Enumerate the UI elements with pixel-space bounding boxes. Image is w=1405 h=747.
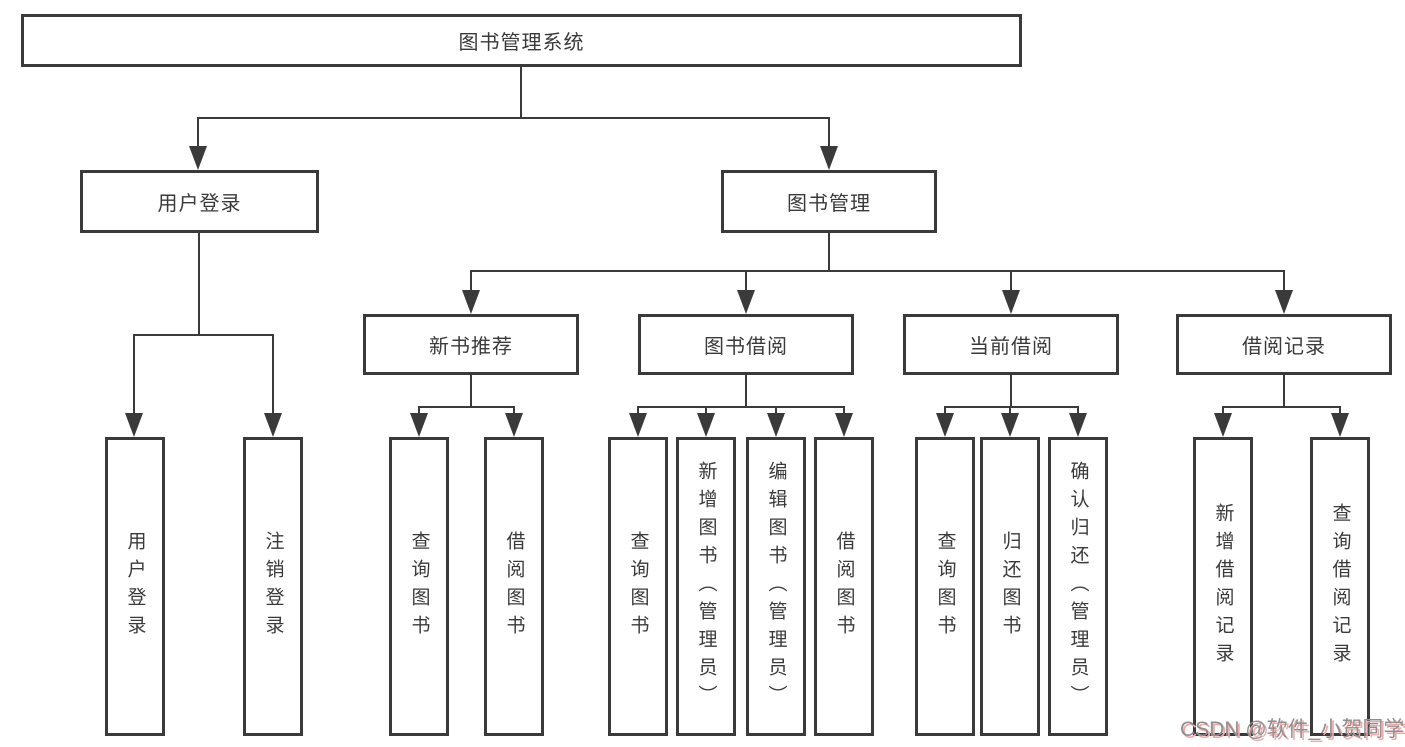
leaf-borrowing-add-books-admin-label: 新增图书（管理员）: [695, 460, 717, 713]
node-root: 图书管理系统: [21, 14, 1022, 67]
node-new-book-recommend: 新书推荐: [363, 314, 579, 375]
leaf-current-query-books-label: 查询图书: [934, 530, 956, 643]
node-root-label: 图书管理系统: [458, 32, 585, 54]
connector-drop-bor-query: [637, 406, 639, 416]
arrow-down-icon: [835, 413, 853, 437]
leaf-records-query-borrow-record-label: 查询借阅记录: [1329, 502, 1351, 671]
leaf-records-add-borrow-record-label: 新增借阅记录: [1212, 502, 1234, 671]
arrow-down-icon: [410, 413, 428, 437]
node-book-management: 图书管理: [721, 170, 937, 233]
arrow-down-icon: [1214, 413, 1232, 437]
connector-drop-log-add: [1222, 406, 1224, 416]
connector-root-crossbar: [197, 117, 830, 119]
leaf-current-confirm-return-admin: 确认归还（管理员）: [1048, 437, 1108, 736]
arrow-down-icon: [462, 290, 480, 314]
node-user-login: 用户登录: [80, 170, 319, 233]
csdn-watermark: CSDN @软件_小贺同学: [1180, 718, 1405, 741]
arrow-down-icon: [189, 146, 207, 170]
connector-drop-cur-confirm: [1077, 406, 1079, 416]
arrow-down-icon: [767, 413, 785, 437]
connector-drop-rec-query: [418, 406, 420, 416]
leaf-borrowing-add-books-admin: 新增图书（管理员）: [676, 437, 736, 736]
leaf-borrowing-borrow-books-label: 借阅图书: [833, 530, 855, 643]
connector-root-stem: [520, 66, 522, 118]
node-user-login-label: 用户登录: [157, 193, 242, 215]
leaf-user-login: 用户登录: [105, 437, 165, 736]
leaf-current-return-books: 归还图书: [980, 437, 1040, 736]
connector-user-login-stem: [198, 233, 200, 336]
arrow-down-icon: [820, 146, 838, 170]
connector-drop-book-management: [828, 117, 830, 149]
leaf-logout-login: 注销登录: [243, 437, 303, 736]
connector-drop-user-login: [197, 117, 199, 149]
arrow-down-icon: [125, 413, 143, 437]
leaf-user-login-label: 用户登录: [124, 530, 146, 643]
node-new-book-recommend-label: 新书推荐: [429, 336, 513, 358]
connector-drop-current-borrowing: [1010, 270, 1012, 292]
arrow-down-icon: [1002, 290, 1020, 314]
connector-drop-leaf-logout: [272, 334, 274, 415]
arrow-down-icon: [1001, 413, 1019, 437]
arrow-down-icon: [936, 413, 954, 437]
arrow-down-icon: [697, 413, 715, 437]
arrow-down-icon: [1331, 413, 1349, 437]
connector-new-book-recommend-crossbar: [418, 406, 515, 408]
leaf-current-confirm-return-admin-label: 确认归还（管理员）: [1067, 460, 1089, 713]
node-book-borrowing-label: 图书借阅: [704, 336, 788, 358]
connector-borrowing-records-crossbar: [1222, 406, 1341, 408]
connector-drop-leaf-user-login: [133, 334, 135, 415]
connector-book-management-crossbar: [470, 270, 1285, 272]
node-borrowing-records-label: 借阅记录: [1242, 336, 1326, 358]
node-borrowing-records: 借阅记录: [1176, 314, 1392, 375]
connector-drop-book-borrowing: [745, 270, 747, 292]
connector-drop-cur-return: [1009, 406, 1011, 416]
connector-current-borrowing-stem: [1010, 375, 1012, 408]
connector-new-book-recommend-stem: [470, 375, 472, 408]
leaf-borrowing-query-books-label: 查询图书: [627, 530, 649, 643]
arrow-down-icon: [1275, 290, 1293, 314]
leaf-recommend-query-books: 查询图书: [389, 437, 449, 736]
arrow-down-icon: [505, 413, 523, 437]
connector-current-borrowing-crossbar: [944, 406, 1079, 408]
node-current-borrowing: 当前借阅: [903, 314, 1119, 375]
leaf-recommend-borrow-books-label: 借阅图书: [503, 530, 525, 643]
leaf-recommend-borrow-books: 借阅图书: [484, 437, 544, 736]
arrow-down-icon: [264, 413, 282, 437]
connector-drop-rec-borrow: [513, 406, 515, 416]
leaf-current-return-books-label: 归还图书: [999, 530, 1021, 643]
arrow-down-icon: [1069, 413, 1087, 437]
connector-user-login-crossbar: [133, 334, 274, 336]
leaf-logout-login-label: 注销登录: [262, 530, 284, 643]
leaf-borrowing-edit-books-admin-label: 编辑图书（管理员）: [765, 460, 787, 713]
connector-drop-log-query: [1339, 406, 1341, 416]
node-current-borrowing-label: 当前借阅: [969, 336, 1053, 358]
leaf-current-query-books: 查询图书: [915, 437, 975, 736]
connector-drop-bor-add: [705, 406, 707, 416]
connector-book-management-stem: [828, 233, 830, 272]
connector-borrowing-records-stem: [1283, 375, 1285, 408]
leaf-borrowing-query-books: 查询图书: [608, 437, 668, 736]
leaf-records-query-borrow-record: 查询借阅记录: [1310, 437, 1370, 736]
node-book-management-label: 图书管理: [787, 193, 871, 215]
node-book-borrowing: 图书借阅: [638, 314, 854, 375]
connector-drop-new-book-recommend: [470, 270, 472, 292]
connector-book-borrowing-crossbar: [637, 406, 845, 408]
leaf-borrowing-borrow-books: 借阅图书: [814, 437, 874, 736]
connector-drop-borrowing-records: [1283, 270, 1285, 292]
leaf-recommend-query-books-label: 查询图书: [408, 530, 430, 643]
connector-drop-bor-borrow: [843, 406, 845, 416]
leaf-borrowing-edit-books-admin: 编辑图书（管理员）: [746, 437, 806, 736]
connector-book-borrowing-stem: [745, 375, 747, 408]
arrow-down-icon: [737, 290, 755, 314]
connector-drop-bor-edit: [775, 406, 777, 416]
leaf-records-add-borrow-record: 新增借阅记录: [1193, 437, 1253, 736]
connector-drop-cur-query: [944, 406, 946, 416]
arrow-down-icon: [629, 413, 647, 437]
